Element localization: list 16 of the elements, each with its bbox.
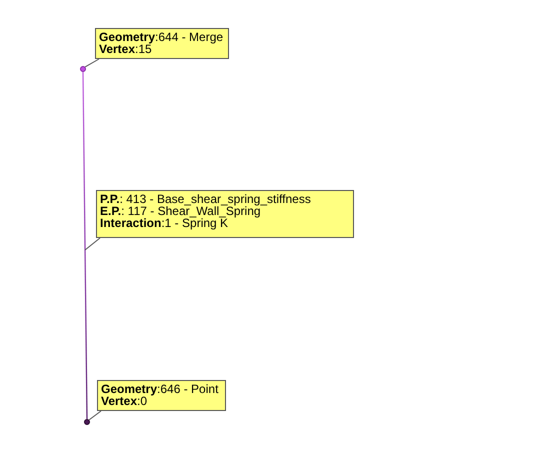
callout-text: P.P.: 413 - Base_shear_spring_stiffness xyxy=(100,193,312,205)
leader-line xyxy=(84,58,100,68)
leader-line xyxy=(88,410,102,420)
callout-text: Geometry:644 - Merge xyxy=(99,31,224,43)
member-line xyxy=(82,72,88,419)
info-callout xyxy=(95,28,229,59)
vertex-point xyxy=(84,419,90,425)
callout-text: Vertex:0 xyxy=(101,395,148,407)
leader-line xyxy=(84,238,100,250)
callout-text: E.P.: 117 - Shear_Wall_Spring xyxy=(100,205,261,217)
vertex-point xyxy=(80,66,86,72)
callout-text: Geometry:646 - Point xyxy=(101,383,220,395)
callout-text: Vertex:15 xyxy=(99,43,152,55)
info-callout xyxy=(97,380,226,411)
info-callout xyxy=(96,190,354,238)
callout-text: Interaction:1 - Spring K xyxy=(100,217,228,229)
